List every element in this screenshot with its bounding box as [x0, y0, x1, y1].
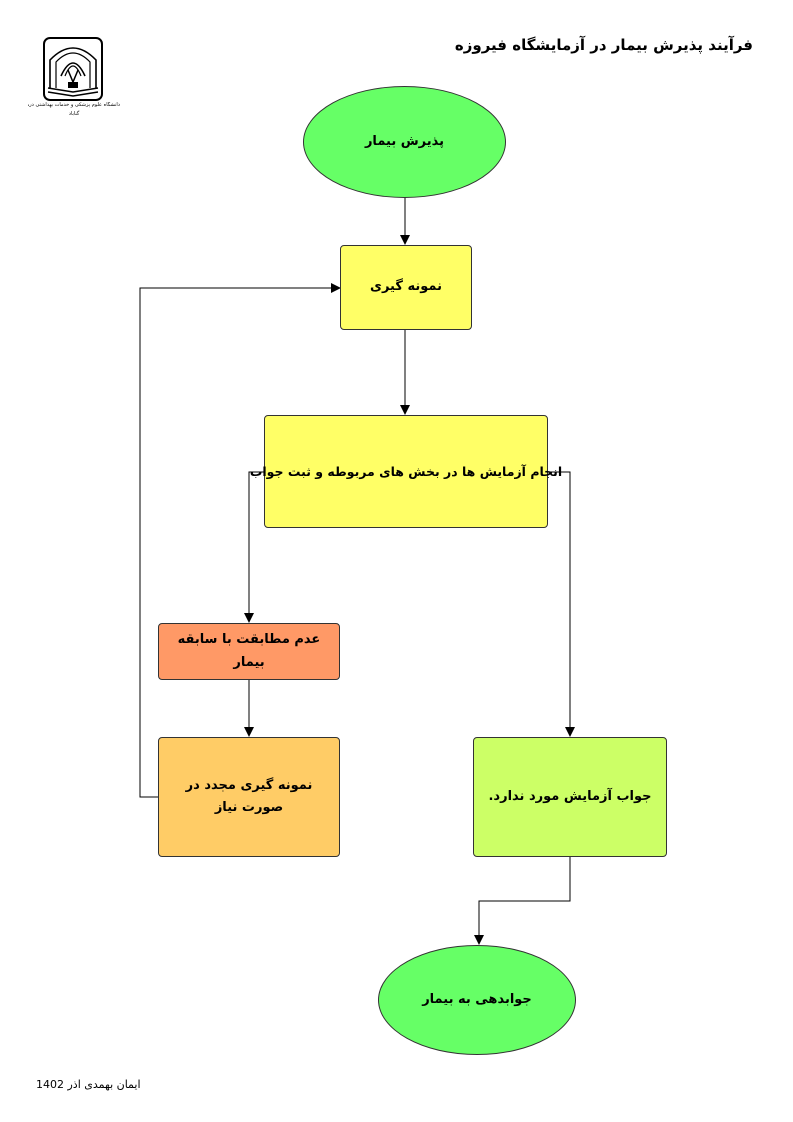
- node-testing: انجام آزمایش ها در بخش های مربوطه و ثبت …: [250, 415, 562, 528]
- logo-caption-2: گناباد: [68, 111, 80, 117]
- logo-caption-1: دانشگاه علوم پزشکی و خدمات بهداشتی درمان…: [28, 102, 120, 108]
- arrow-testing-to-mismatch: [244, 471, 264, 623]
- arrow-no-issue-to-deliver: [474, 857, 571, 945]
- node-resampling: نمونه گیری مجدد در صورت نیاز: [158, 737, 340, 857]
- arrow-resampling-back-to-sampling: [139, 283, 341, 798]
- node-label: پذیرش بیمار: [364, 133, 445, 149]
- node-mismatch: عدم مطابقت با سابقه بیمار: [158, 623, 340, 680]
- node-patient-reception: پذیرش بیمار: [303, 86, 506, 198]
- node-sampling: نمونه گیری: [340, 245, 472, 330]
- node-label: نمونه گیری: [370, 279, 442, 295]
- university-logo: دانشگاه علوم پزشکی و خدمات بهداشتی درمان…: [28, 36, 120, 128]
- page-title: فرآیند پذیرش بیمار در آزمایشگاه فیروزه: [454, 36, 753, 54]
- node-label: نمونه گیری مجدد در صورت نیاز: [185, 777, 313, 815]
- node-label: جوابدهی به بیمار: [422, 991, 532, 1007]
- arrow-testing-to-no-issue: [548, 471, 575, 737]
- node-label: جواب آزمایش مورد ندارد.: [488, 788, 652, 804]
- footer-author: ایمان بهمدی اذر 1402: [36, 1078, 141, 1091]
- node-deliver-result: جوابدهی به بیمار: [378, 945, 576, 1055]
- node-no-issue: جواب آزمایش مورد ندارد.: [473, 737, 667, 857]
- node-label: انجام آزمایش ها در بخش های مربوطه و ثبت …: [249, 463, 563, 479]
- node-label: عدم مطابقت با سابقه بیمار: [177, 632, 321, 670]
- university-emblem-icon: [43, 37, 103, 101]
